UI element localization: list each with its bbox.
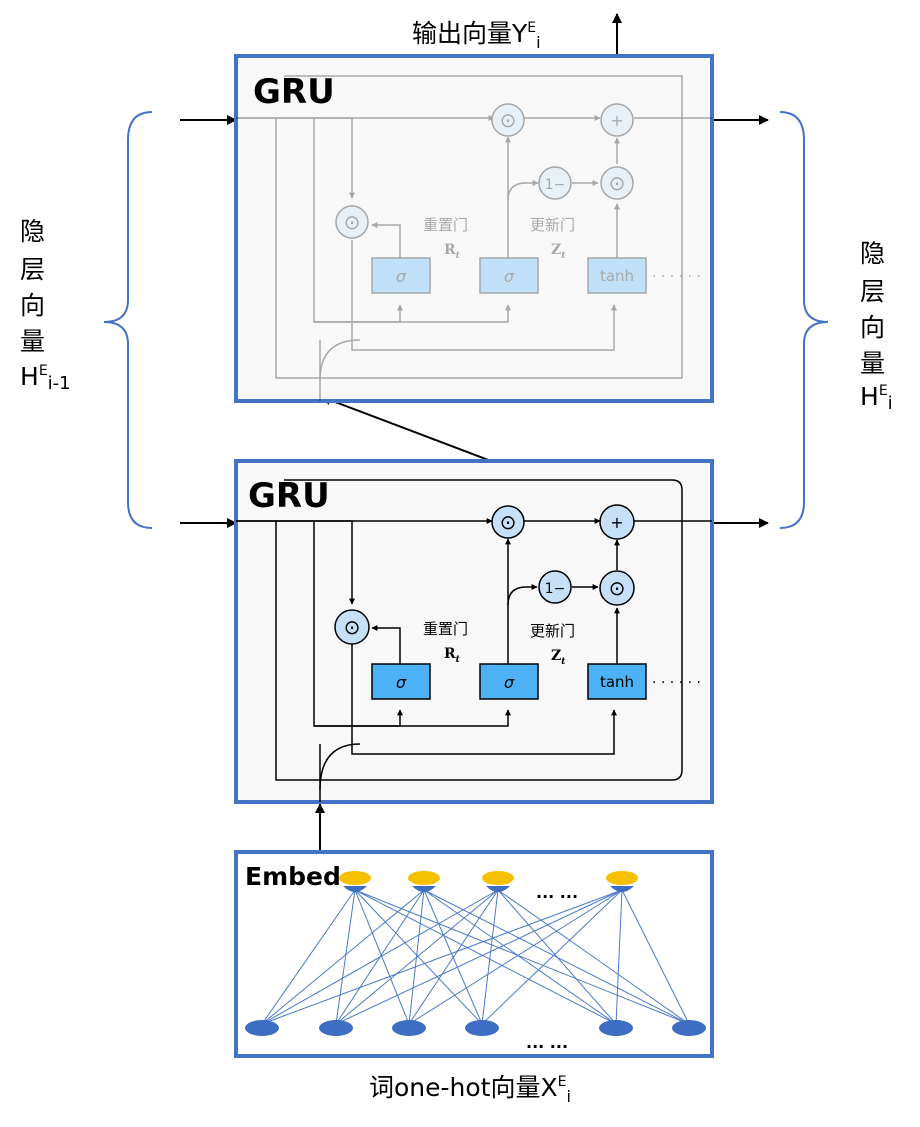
svg-text:重置门: 重置门: [423, 216, 468, 234]
embed-top-dots: ... ...: [536, 883, 578, 902]
one-minus-node: 1−: [538, 570, 572, 604]
gru-bottom: GRU ⊙ ⊙ +: [234, 459, 714, 804]
embed-input-node: [319, 1020, 353, 1036]
left-brace: [103, 111, 153, 529]
svg-text:σ: σ: [504, 673, 515, 692]
left-hidden-label: 隐 层 向 量 HEi-1: [20, 217, 71, 394]
embed-input-node: [392, 1020, 426, 1036]
embed-edge: [354, 889, 410, 1025]
reset-sigma-gate: σ: [371, 663, 431, 700]
svg-text:σ: σ: [396, 267, 407, 286]
update-sigma-gate: σ: [479, 663, 539, 700]
svg-text:σ: σ: [504, 267, 515, 286]
embed-input-node: [465, 1020, 499, 1036]
right-hidden-label: 隐 层 向 量 HEi: [860, 239, 893, 414]
svg-text:⊙: ⊙: [344, 615, 361, 639]
embed-edge: [335, 889, 356, 1025]
embed-input-node: [245, 1020, 279, 1036]
gru-top-internals: ⊙ ⊙ + 1− ⊙ σ σ tanh · · · · · · 重置门 Rt 更…: [236, 75, 712, 401]
embed-block: Embed ... ... ... ...: [234, 850, 714, 1058]
top-hadamard-node: ⊙: [491, 505, 525, 539]
embed-bottom-dots: ... ...: [526, 1033, 568, 1052]
svg-text:HEi: HEi: [860, 382, 893, 414]
svg-text:1−: 1−: [545, 177, 566, 193]
embed-output-node: [606, 871, 638, 892]
embed-input-node: [672, 1020, 706, 1036]
svg-text:⊙: ⊙: [500, 510, 517, 534]
embed-edge: [423, 889, 690, 1025]
svg-text:· · · · · ·: · · · · · ·: [652, 269, 701, 285]
svg-text:量: 量: [860, 349, 885, 378]
svg-text:向: 向: [860, 313, 885, 342]
svg-text:1−: 1−: [545, 581, 566, 597]
sum-node: +: [599, 504, 635, 540]
svg-text:隐: 隐: [860, 239, 885, 268]
gru-top-title: GRU: [253, 72, 335, 112]
gru-bottom-frame: [234, 459, 714, 804]
output-vector-label: 输出向量YEi: [412, 19, 541, 52]
embed-edge: [423, 889, 483, 1025]
svg-text:⊙: ⊙: [609, 171, 626, 195]
embed-bottom-nodes: [245, 1020, 706, 1036]
update-gate-label: 更新门: [530, 622, 575, 640]
tanh-gate: tanh: [587, 663, 647, 700]
svg-text:层: 层: [20, 255, 45, 284]
embed-edge: [354, 889, 690, 1025]
svg-text:⊙: ⊙: [344, 210, 361, 234]
embed-edge: [261, 889, 425, 1025]
embed-edge: [354, 889, 617, 1025]
reset-hadamard-node: ⊙: [334, 609, 370, 645]
embed-output-node: [408, 871, 440, 892]
embed-edge: [261, 889, 356, 1025]
embed-edge: [481, 889, 499, 1025]
embed-edges: [261, 889, 690, 1025]
gru-bottom-wires: [236, 479, 712, 802]
svg-text:+: +: [610, 111, 623, 130]
svg-text:向: 向: [20, 291, 45, 320]
svg-text:+: +: [610, 513, 623, 532]
embed-edge: [354, 889, 483, 1025]
embed-edge: [261, 889, 623, 1025]
update-gate-symbol: Zt: [551, 648, 566, 667]
embed-edge: [481, 889, 623, 1025]
gru-top-frame: [234, 54, 714, 403]
update-hadamard-node: ⊙: [599, 570, 635, 606]
embed-edge: [621, 889, 690, 1025]
embed-edge: [497, 889, 690, 1025]
svg-text:Zt: Zt: [551, 242, 566, 261]
right-brace: [779, 111, 829, 529]
embed-output-node: [482, 871, 514, 892]
input-vector-label: 词one-hot向量XEi: [369, 1073, 571, 1106]
embed-edge: [408, 889, 623, 1025]
embed-edge: [615, 889, 623, 1025]
tanh-dots: · · · · · ·: [652, 675, 701, 691]
svg-text:隐: 隐: [20, 217, 45, 246]
svg-text:HEi-1: HEi-1: [20, 362, 71, 394]
svg-text:Rt: Rt: [444, 242, 461, 261]
svg-text:σ: σ: [396, 673, 407, 692]
reset-gate-symbol: Rt: [444, 646, 461, 665]
embed-edge: [408, 889, 425, 1025]
gru-top: GRU ⊙ ⊙: [234, 54, 714, 403]
svg-text:tanh: tanh: [600, 673, 634, 691]
embed-title: Embed: [245, 862, 341, 891]
embed-top-nodes: [339, 871, 638, 892]
reset-gate-label: 重置门: [423, 620, 468, 638]
svg-text:量: 量: [20, 327, 45, 356]
gru-bottom-title: GRU: [248, 476, 330, 516]
svg-text:⊙: ⊙: [500, 108, 517, 132]
svg-text:更新门: 更新门: [530, 216, 575, 234]
svg-text:层: 层: [860, 277, 885, 306]
embed-edge: [423, 889, 617, 1025]
embed-edge: [335, 889, 623, 1025]
svg-text:tanh: tanh: [600, 267, 634, 285]
embed-output-node: [339, 871, 371, 892]
svg-text:⊙: ⊙: [609, 576, 626, 600]
embed-input-node: [599, 1020, 633, 1036]
